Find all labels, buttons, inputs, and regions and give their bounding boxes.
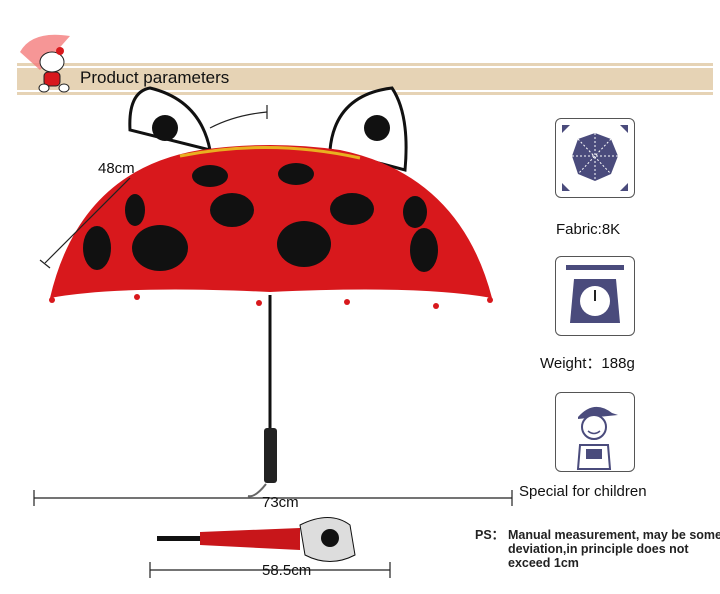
child-icon — [555, 392, 635, 472]
scale-icon — [555, 256, 635, 336]
width-label: 73cm — [262, 494, 299, 511]
note-text: Manual measurement, may be some deviatio… — [508, 528, 720, 570]
header-band — [17, 68, 713, 90]
umbrella-top-icon — [555, 118, 635, 198]
measurement-lines — [33, 105, 513, 578]
header-divider — [17, 63, 713, 66]
folded-umbrella — [157, 517, 356, 562]
weight-label: Weight：188g — [540, 355, 635, 372]
kitty-umbrella-logo — [20, 34, 70, 93]
fabric-label: Fabric:8K — [556, 221, 621, 238]
note-prefix: PS： — [475, 528, 505, 542]
children-label: Special for children — [519, 483, 647, 500]
folded-length-label: 58.5cm — [262, 562, 312, 579]
page-title: Product parameters — [80, 68, 230, 87]
height-label: 48cm — [98, 160, 135, 177]
ladybug-umbrella — [49, 86, 493, 498]
header-divider — [17, 92, 713, 95]
